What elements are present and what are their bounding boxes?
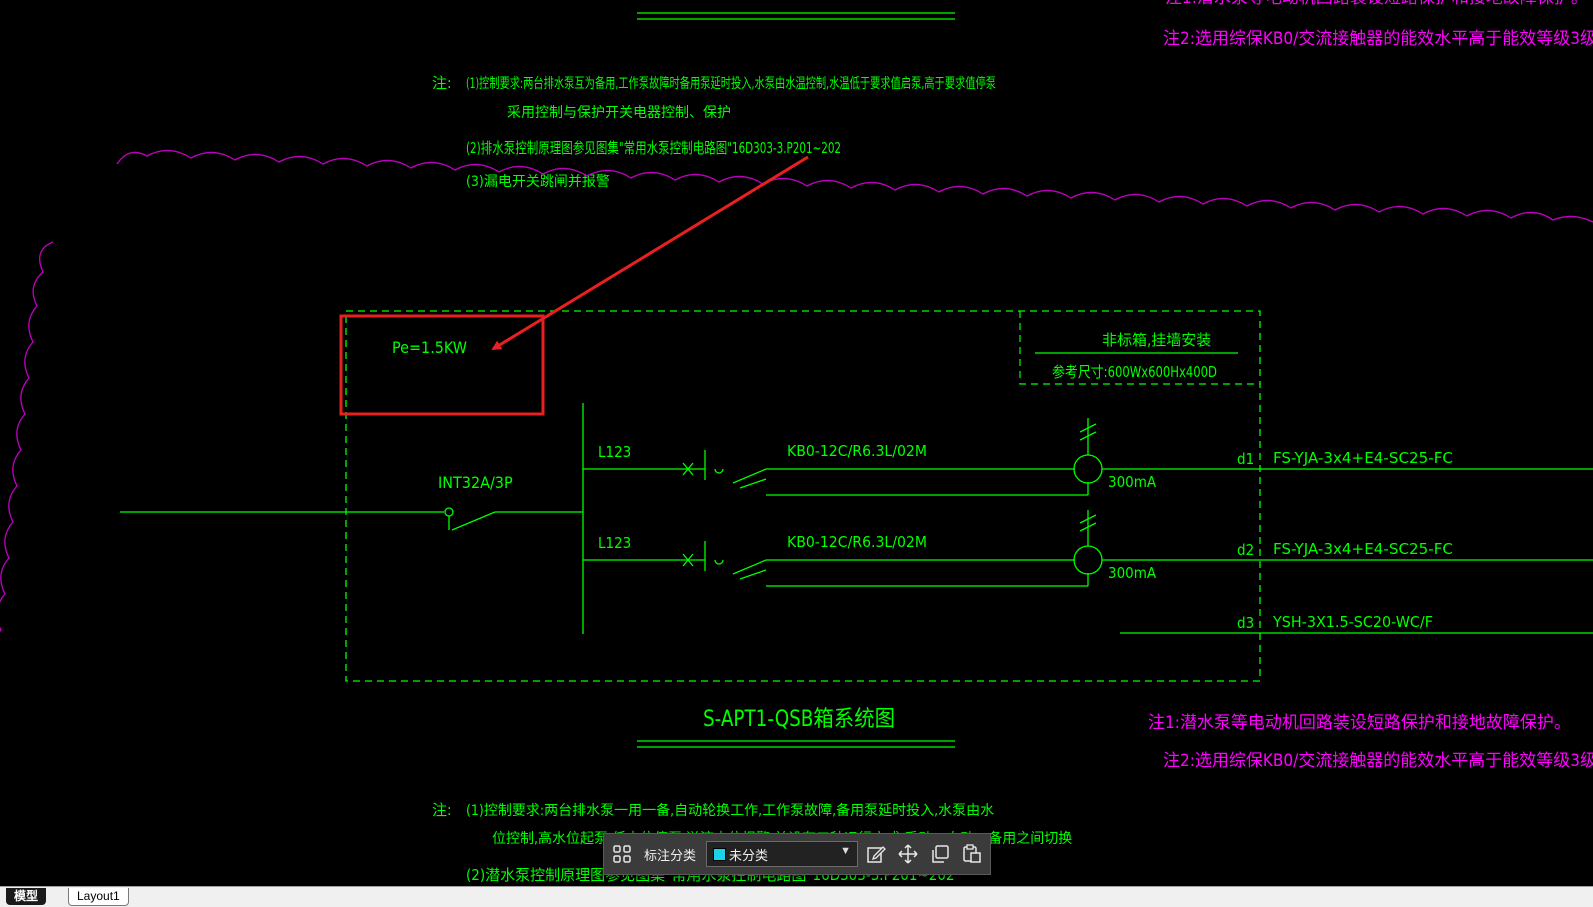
highlight-box (339, 314, 545, 416)
branch-3-id: d3 (1237, 614, 1254, 632)
revision-cloud (0, 149, 1593, 633)
branch-3-cable: YSH-3X1.5-SC20-WC/F (1272, 613, 1433, 631)
branch-circuit-2 (583, 510, 1593, 587)
magenta-note-2: 注2:选用综保KB0/交流接触器的能效水平高于能效等级3级的要求 (1163, 751, 1593, 771)
branch-2-cable: FS-YJA-3x4+E4-SC25-FC (1273, 540, 1453, 558)
notes-1-prefix: 注: (432, 74, 452, 92)
tab-layout1[interactable]: Layout1 (68, 888, 129, 906)
branch-1-phase: L123 (598, 443, 631, 461)
category-color-swatch (713, 848, 726, 861)
incoming-feeder (120, 507, 583, 531)
tab-model[interactable]: 模型 (6, 888, 47, 905)
category-select-value: 未分类 (729, 849, 769, 864)
power-rating-label: Pe=1.5KW (392, 338, 467, 357)
cabinet-note-size: 参考尺寸:600Wx600Hx400D (1052, 363, 1217, 381)
branch-1-id: d1 (1237, 450, 1254, 468)
notes-1-line-1: (1)控制要求:两台排水泵互为备用,工作泵故障时备用泵延时投入,水泵由水温控制,… (466, 75, 996, 92)
copy-icon[interactable] (930, 844, 950, 864)
cabinet-note-mounting: 非标箱,挂墙安装 (1102, 331, 1211, 349)
move-icon[interactable] (898, 844, 918, 864)
magenta-note-1: 注1:潜水泵等电动机回路装设短路保护和接地故障保护。 (1148, 713, 1571, 733)
cabinet-boundary (345, 310, 1261, 682)
branch-2-device: KB0-12C/R6.3L/02M (787, 533, 927, 551)
branch-circuit-1 (583, 418, 1593, 496)
branch-2-rcd: 300mA (1108, 564, 1157, 582)
notes-1-line-1b: 采用控制与保护开关电器控制、保护 (507, 105, 731, 121)
paste-icon[interactable] (962, 844, 982, 864)
main-breaker-label: INT32A/3P (438, 473, 513, 492)
annotation-toolbar: 标注分类 未分类 ▼ (603, 833, 991, 875)
top-magenta-note-2: 注2:选用综保KB0/交流接触器的能效水平高于能效等级3级的要求 (1163, 29, 1593, 49)
edit-icon[interactable] (866, 844, 886, 864)
chevron-down-icon: ▼ (840, 845, 851, 857)
control-notes-block-1: 注: (1)控制要求:两台排水泵互为备用,工作泵故障时备用泵延时投入,水泵由水温… (432, 74, 996, 190)
category-select[interactable]: 未分类 ▼ (706, 841, 858, 867)
notes-1-line-2: (2)排水泵控制原理图参见图集"常用水泵控制电路图"16D303-3.P201~… (466, 139, 841, 157)
category-label: 标注分类 (644, 849, 697, 864)
branch-1-cable: FS-YJA-3x4+E4-SC25-FC (1273, 449, 1453, 467)
diagram-title: S-APT1-QSB箱系统图 (703, 707, 895, 732)
highlight-arrow (491, 155, 809, 351)
diagram-title-underline (637, 740, 955, 748)
top-title-underline (637, 12, 955, 20)
top-magenta-note-1: 注1:潜水泵等电动机回路装设短路保护和接地故障保护。 (1165, 0, 1588, 8)
grid-icon[interactable] (612, 844, 632, 864)
branch-2-phase: L123 (598, 534, 631, 552)
branch-2-id: d2 (1237, 541, 1254, 559)
layout-tab-bar: 模型 Layout1 (0, 886, 1593, 907)
branch-1-rcd: 300mA (1108, 473, 1157, 491)
notes-2-prefix: 注: (432, 801, 452, 819)
notes-1-line-3: (3)漏电开关跳闸并报警 (466, 174, 610, 190)
branch-1-device: KB0-12C/R6.3L/02M (787, 442, 927, 460)
notes-2-line-1: (1)控制要求:两台排水泵一用一备,自动轮换工作,工作泵故障,备用泵延时投入,水… (466, 802, 994, 819)
cabinet-info-box: 非标箱,挂墙安装 参考尺寸:600Wx600Hx400D (1019, 311, 1260, 385)
